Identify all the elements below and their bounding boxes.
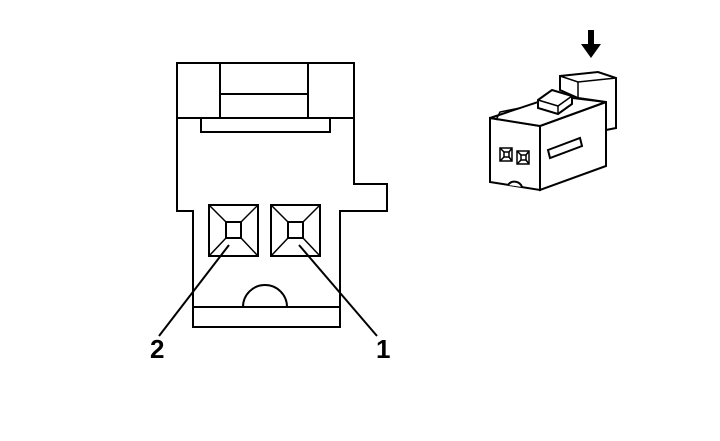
leader-line-1 [298,244,378,337]
arrow-down-icon [581,30,601,58]
iso-side-rib [546,136,584,160]
latch-block-upper [219,62,309,95]
pin-label-2: 2 [150,334,164,364]
latch-block-lower [219,93,309,119]
iso-front-face [489,116,541,192]
iso-rear-block [559,70,617,132]
pin-label-1: 1 [376,334,390,364]
iso-latch [537,88,573,116]
connector-isometric-view-icon [489,70,617,192]
connector-front-view-icon [158,62,388,337]
iso-terminal-openings [499,147,530,165]
key-notch [242,284,288,308]
leader-line-2 [158,244,230,337]
terminal-cavity-1 [270,204,321,257]
connector-body-outline [176,62,388,328]
iso-key-notch [507,180,523,188]
latch-cavity [200,118,331,133]
terminal-cavity-2 [208,204,259,257]
